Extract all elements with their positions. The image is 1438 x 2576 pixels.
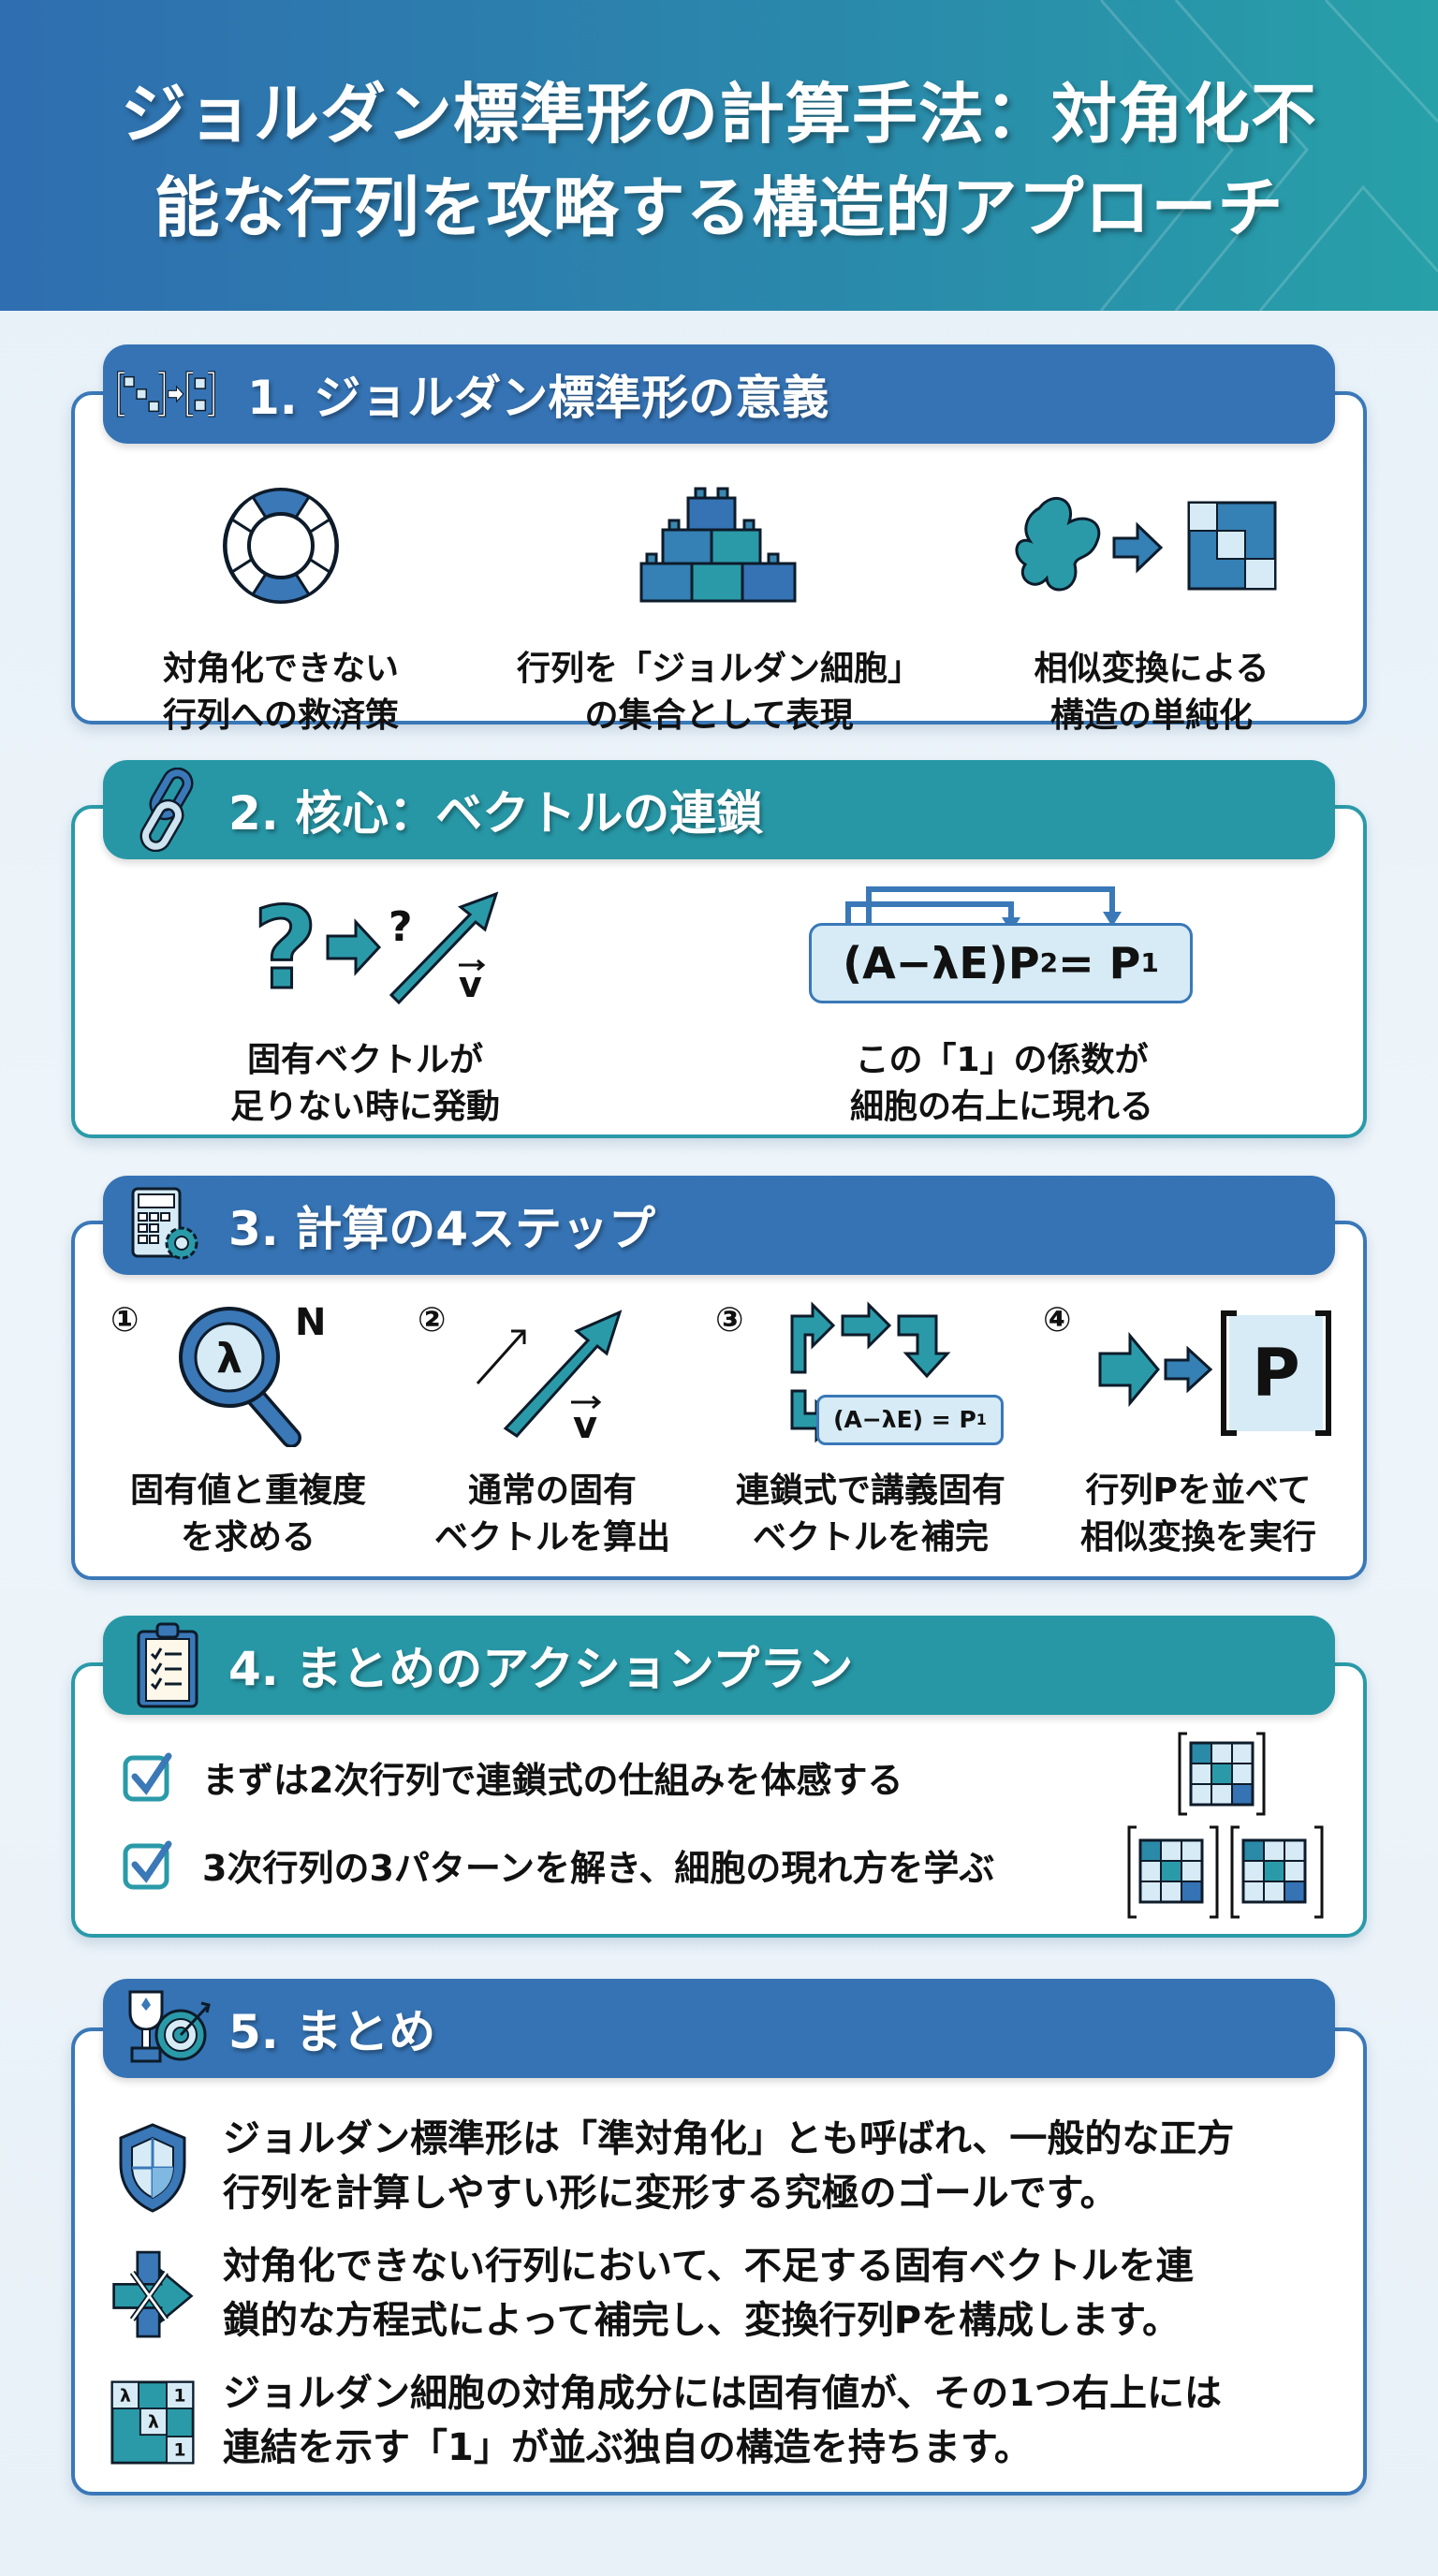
section-1-banner: 1. ジョルダン標準形の意義 [103,344,1335,444]
action-item-1[interactable]: まずは2次行列で連鎖式の仕組みを体感する [122,1750,902,1803]
item-line1: 対角化できない [162,650,399,688]
step-4-number: ④ [1043,1301,1072,1339]
item-line2: 行列への救済策 [162,696,399,735]
magnifier-lambda-icon: λ N [103,1297,393,1447]
geometric-lines-decoration [1099,0,1438,311]
step-line1: 通常の固有 [467,1471,637,1510]
section-title: 5. まとめ [228,2005,436,2059]
svg-text:P: P [1252,1335,1299,1412]
trophy-target-icon [116,1986,219,2071]
significance-item-blocks: 行列を「ジョルダン細胞」 の集合として表現 [476,466,962,739]
svg-text:v: v [573,1404,597,1447]
item-line1: この「1」の係数が [855,1041,1149,1079]
step-line2: ベクトルを算出 [433,1518,670,1557]
matrix-p-icon: P [1039,1297,1357,1447]
item-line1: 相似変換による [1034,650,1269,688]
item-line1: 行列を「ジョルダン細胞」 [516,650,921,688]
step-line2: 相似変換を実行 [1079,1518,1316,1557]
item-line2: 足りない時に発動 [229,1088,500,1126]
action-item-text: まずは2次行列で連鎖式の仕組みを体感する [202,1759,903,1801]
step-3-number: ③ [715,1301,744,1339]
question-to-vector-icon: ? ? v [169,880,562,1011]
summary-point-2: 対角化できない行列において、不足する固有ベクトルを連 鎖的な方程式によって補完し… [110,2239,1309,2351]
summary-line2: 鎖的な方程式によって補完し、変換行列Pを構成します。 [223,2299,1181,2342]
section-summary [71,2027,1367,2496]
section-title: 2. 核心：ベクトルの連鎖 [228,786,764,841]
vector-arrow-icon: v [403,1297,702,1447]
summary-line1: 対角化できない行列において、不足する固有ベクトルを連 [223,2245,1194,2288]
svg-text:?: ? [253,885,318,1006]
svg-text:1: 1 [174,2387,186,2407]
item-line2: 細胞の右上に現れる [849,1088,1153,1126]
formula-rhs: = P [1058,938,1141,988]
action-item-2[interactable]: 3次行列の3パターンを解き、細胞の現れ方を学ぶ [122,1838,994,1891]
step-line2: を求める [180,1518,315,1557]
header-banner: ジョルダン標準形の計算手法：対角化不 能な行列を攻略する構造的アプローチ [0,0,1438,311]
svg-text:λ: λ [120,2387,131,2407]
step-line1: 連鎖式で講義固有 [735,1471,1005,1510]
checkbox-checked-icon[interactable] [122,1750,174,1803]
significance-item-rescue: 対角化できない 行列への救済策 [112,466,449,739]
step-line1: 固有値と重複度 [129,1471,366,1510]
section-title: 1. ジョルダン標準形の意義 [247,371,829,425]
building-blocks-icon [476,466,962,625]
svg-text:N: N [295,1301,326,1344]
formula-lhs: (A−λE)P [843,938,1040,988]
blob-to-block-matrix-icon [992,466,1311,625]
matrix-diagonal-to-block-icon [116,352,219,436]
summary-line2: 連結を示す「1」が並ぶ独自の構造を持ちます。 [223,2426,1032,2469]
section-2-banner: 2. 核心：ベクトルの連鎖 [103,760,1335,859]
clipboard-checklist-icon [116,1622,219,1708]
svg-text:λ: λ [216,1335,242,1383]
item-line1: 固有ベクトルが [246,1041,483,1079]
svg-text:v: v [459,964,482,1005]
section-title: 3. 計算の4ステップ [228,1202,655,1256]
svg-text:1: 1 [174,2441,186,2461]
section-4-banner: 4. まとめのアクションプラン [103,1616,1335,1715]
significance-item-similarity: 相似変換による 構造の単純化 [992,466,1311,739]
item-line2: 構造の単純化 [1049,696,1253,735]
jordan-matrix-patterns-icon [1127,1732,1324,1919]
svg-text:λ: λ [148,2413,159,2433]
item-line2: の集合として表現 [584,696,854,735]
section-title: 4. まとめのアクションプラン [228,1642,854,1696]
step-1: λ N 固有値と重複度 を求める [103,1297,393,1561]
shield-icon [110,2112,195,2224]
chain-link-icon [116,768,219,852]
step-1-number: ① [110,1301,139,1339]
summary-line1: ジョルダン標準形は「準対角化」とも呼ばれ、一般的な正方 [223,2117,1235,2160]
checkbox-checked-icon[interactable] [122,1838,174,1891]
summary-line2: 行列を計算しやすい形に変形する究極のゴールです。 [223,2172,1118,2215]
step-line1: 行列Pを並べて [1085,1471,1312,1510]
section-four-steps [71,1221,1367,1580]
step-2-number: ② [418,1301,447,1339]
jordan-block-icon: λ 1 λ 1 [110,2366,195,2479]
crossing-arrows-icon [110,2239,195,2351]
core-item-trigger: ? ? v 固有ベクトルが 足りない時に発動 [169,880,562,1131]
step-formula: (A−λE) = P [833,1406,976,1433]
step-line2: ベクトルを補完 [752,1518,989,1557]
summary-point-3: λ 1 λ 1 ジョルダン細胞の対角成分には固有値が、その1つ右上には 連結を示… [110,2366,1309,2479]
page-title: ジョルダン標準形の計算手法：対角化不 能な行列を攻略する構造的アプローチ [121,76,1317,246]
svg-text:?: ? [389,903,413,951]
calculator-gear-icon [116,1183,219,1267]
action-item-text: 3次行列の3パターンを解き、細胞の現れ方を学ぶ [202,1847,995,1889]
section-5-banner: 5. まとめ [103,1979,1335,2078]
life-ring-icon [112,466,449,625]
step-4: P 行列Pを並べて 相似変換を実行 [1039,1297,1357,1561]
summary-point-1: ジョルダン標準形は「準対角化」とも呼ばれ、一般的な正方 行列を計算しやすい形に変… [110,2112,1309,2224]
section-3-banner: 3. 計算の4ステップ [103,1176,1335,1275]
step-2: v 通常の固有 ベクトルを算出 [403,1297,702,1561]
summary-line1: ジョルダン細胞の対角成分には固有値が、その1つ右上には [223,2372,1223,2415]
